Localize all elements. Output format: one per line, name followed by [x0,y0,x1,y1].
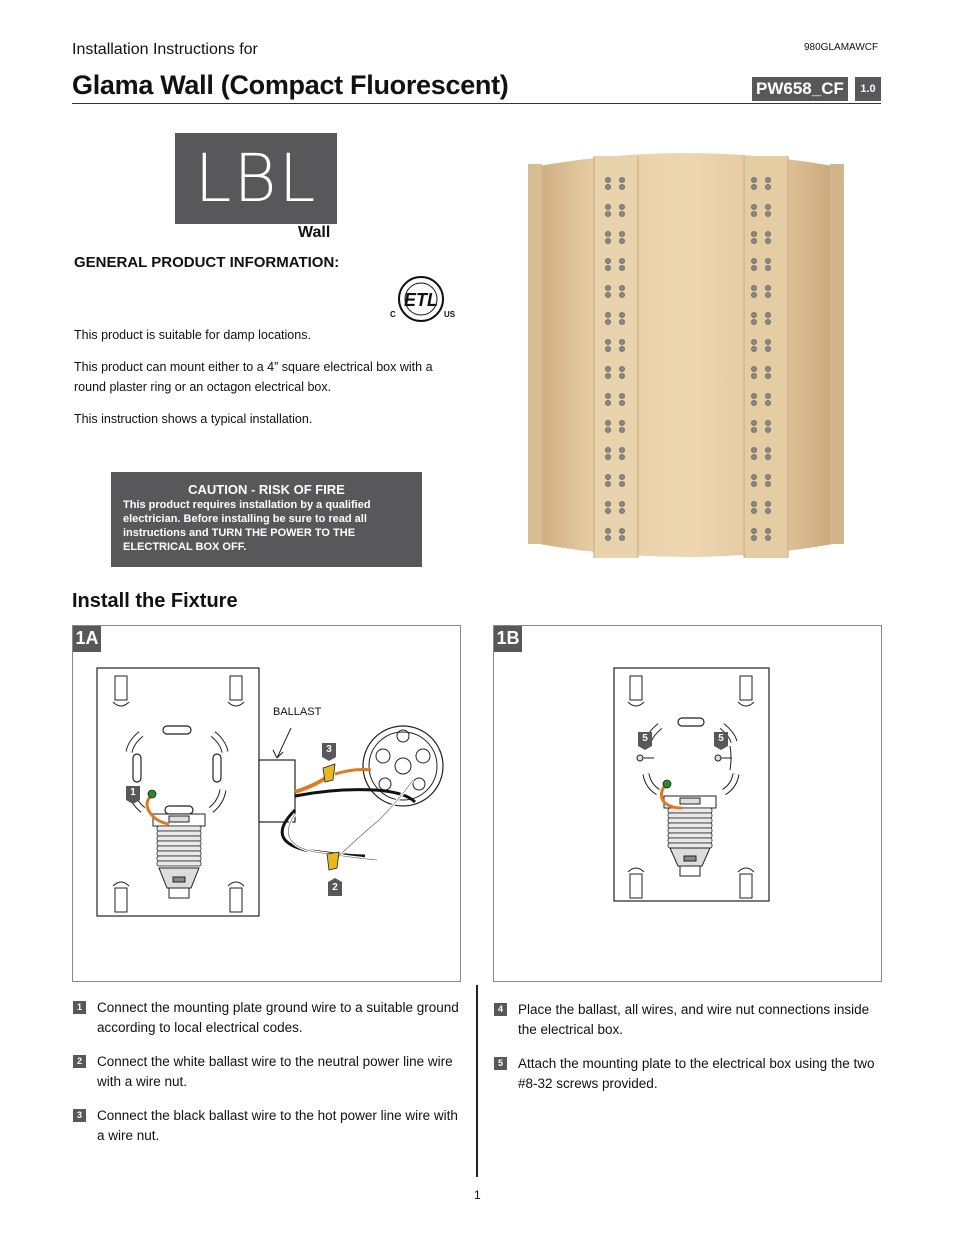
step-number: 5 [494,1057,507,1070]
caution-box: CAUTION - RISK OF FIRE This product requ… [111,472,422,567]
page-number: 1 [474,1188,481,1202]
general-info-heading: GENERAL PRODUCT INFORMATION: [74,254,340,271]
page-title: Glama Wall (Compact Fluorescent) [72,70,509,100]
info-paragraph: This instruction shows a typical install… [74,412,313,426]
caution-body: This product requires installation by a … [123,499,371,553]
cert-us-label: US [444,310,456,319]
step-text: Connect the mounting plate ground wire t… [97,1000,459,1035]
step-number: 4 [494,1003,507,1016]
panel-1b: 1B [493,625,882,982]
column-divider [476,985,478,1177]
step-text: Place the ballast, all wires, and wire n… [518,1002,870,1037]
step-number: 3 [73,1109,86,1122]
panel-1a: 1A [72,625,461,982]
document-code: 980GLAMAWCF [804,42,879,53]
brand-logo: LBL [175,133,337,224]
info-paragraph: This product is suitable for damp locati… [74,328,311,342]
callout-1: 1 [126,786,140,804]
header-subtitle: Installation Instructions for [72,41,258,58]
panel-1a-tag: 1A [73,626,101,652]
info-paragraph: This product can mount either to a 4” sq… [74,360,433,394]
version-badge: 1.0 [855,77,881,101]
callout-3: 3 [322,743,336,761]
panel-1b-tag: 1B [494,626,522,652]
callout-5-left: 5 [638,732,652,750]
part-number-badge: PW658_CF [752,77,848,101]
svg-text:ETL: ETL [404,290,438,310]
step-number: 1 [73,1001,86,1014]
product-image [522,150,850,562]
step-text: Connect the black ballast wire to the ho… [97,1108,458,1143]
title-divider [72,103,881,104]
caution-title: CAUTION - RISK OF FIRE [188,482,345,497]
step-text: Connect the white ballast wire to the ne… [97,1054,453,1089]
cert-c-label: C [390,310,396,319]
step-text: Attach the mounting plate to the electri… [518,1056,875,1091]
brand-logo-subtitle: Wall [298,224,331,241]
section-title: Install the Fixture [72,590,238,612]
callout-2: 2 [328,878,342,896]
ballast-label: BALLAST [273,706,322,718]
step-number: 2 [73,1055,86,1068]
callout-5-right: 5 [714,732,728,750]
etl-listed-icon: ETL C US [388,272,460,324]
